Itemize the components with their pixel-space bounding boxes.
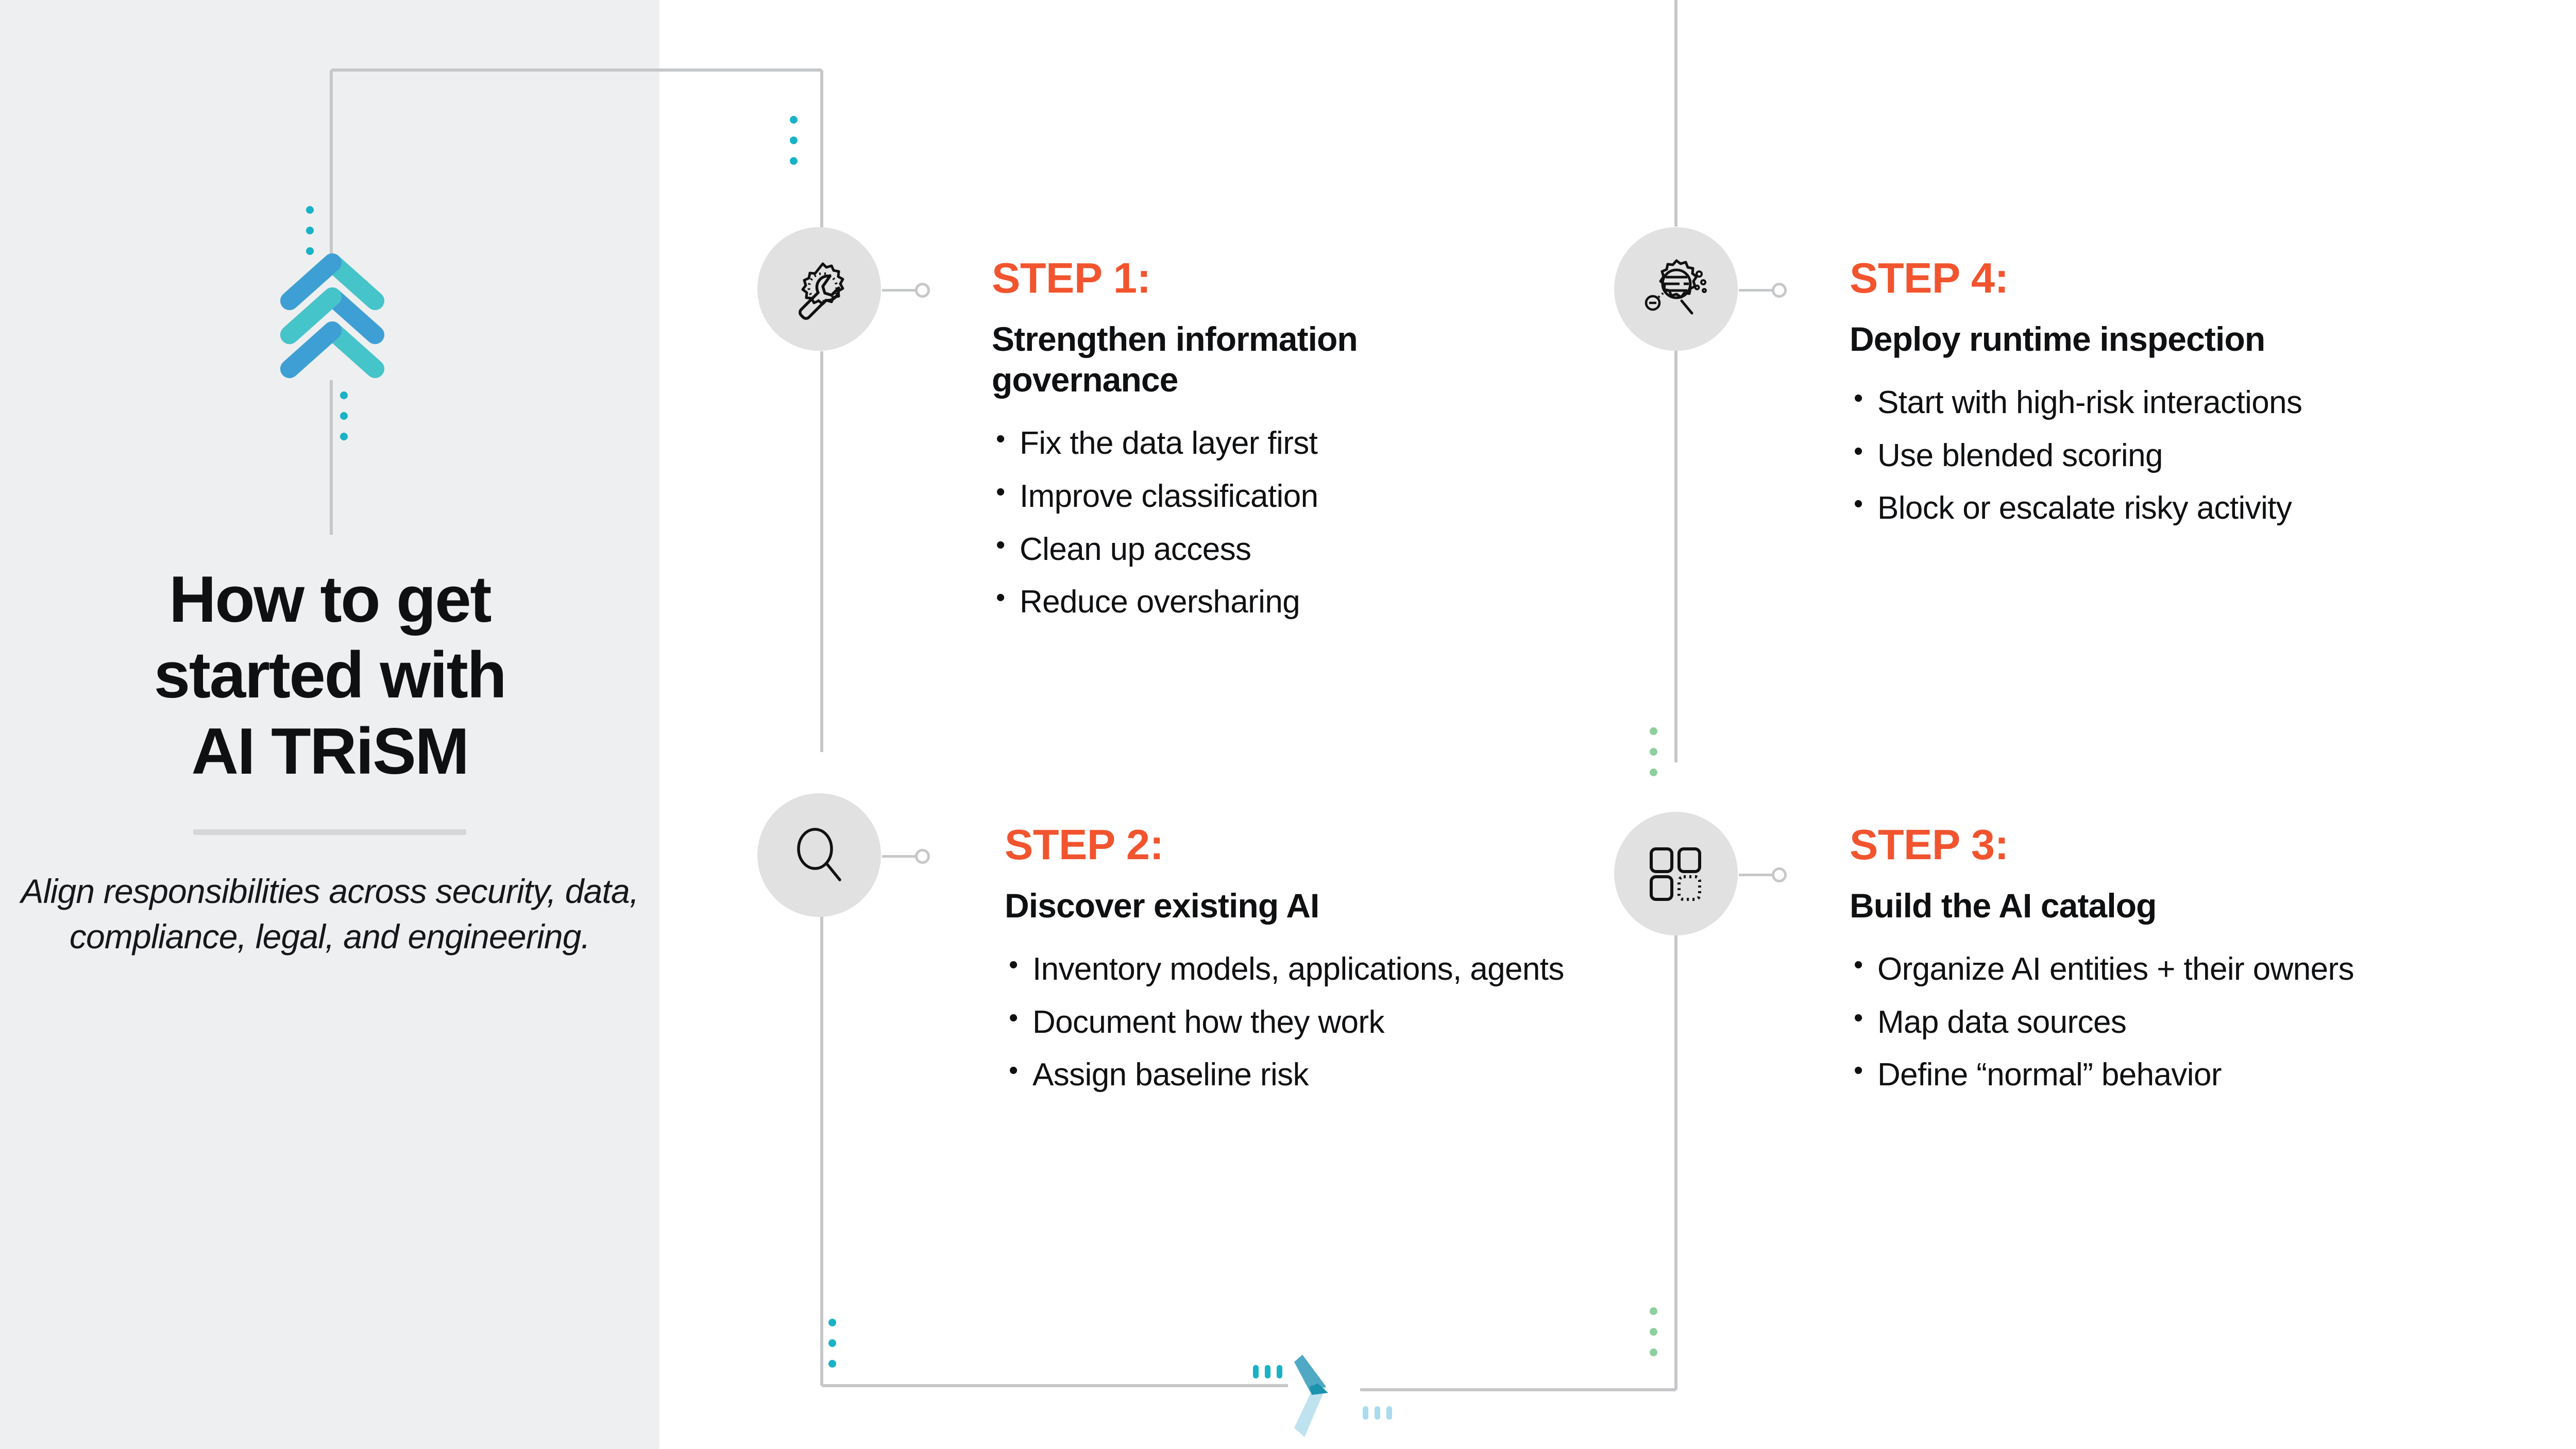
triple-chevron-logo — [278, 251, 386, 380]
step-1-heading: Strengthen information governance — [992, 319, 1600, 400]
step-2-connector-node — [915, 848, 930, 864]
grid-tiles-icon — [1650, 847, 1701, 901]
list-item: Fix the data layer first — [992, 422, 1600, 465]
list-item: Assign baseline risk — [1005, 1053, 1613, 1096]
list-item: Use blended scoring — [1850, 434, 2530, 477]
decor-dots-teal-upper — [306, 206, 314, 268]
step-3-bullets: Organize AI entities + their owners Map … — [1850, 948, 2458, 1096]
decor-dots-teal-path-bottom — [828, 1319, 836, 1380]
title-line-1: How to get — [168, 562, 492, 636]
step-3-label: STEP 3: — [1850, 821, 2009, 868]
wrench-gear-icon — [799, 262, 844, 320]
step-4-bullets: Start with high-risk interactions Use bl… — [1850, 381, 2530, 530]
step-3-connector-line — [1739, 873, 1773, 876]
bottom-chevron-arrow — [1294, 1355, 1356, 1437]
step-3-text: STEP 3: Build the AI catalog Organize AI… — [1850, 823, 2458, 1107]
list-item: Document how they work — [1005, 1001, 1613, 1044]
decor-dots-teal-lower — [340, 391, 348, 453]
step-2-text: STEP 2: Discover existing AI Inventory m… — [1005, 823, 1613, 1107]
step-4-connector-line — [1739, 288, 1773, 292]
title-line-2: started with — [154, 638, 507, 712]
step-4-connector-node — [1772, 282, 1787, 298]
step-4-label: STEP 4: — [1850, 254, 2009, 302]
step-3-connector — [1739, 865, 1787, 884]
hero-subtitle: Align responsibilities across security, … — [21, 872, 639, 956]
step-3-icon-circle — [1614, 812, 1738, 935]
step-3-heading: Build the AI catalog — [1850, 887, 2157, 925]
magnifying-glass-icon — [797, 828, 841, 881]
decor-dashes-lightblue — [1363, 1406, 1398, 1420]
list-item: Improve classification — [992, 475, 1600, 518]
step-2-label: STEP 2: — [1005, 821, 1164, 868]
step-3-connector-node — [1772, 867, 1787, 882]
title-line-3: AI TRiSM — [191, 714, 469, 788]
list-item: Inventory models, applications, agents — [1005, 948, 1613, 991]
gear-scan-icon — [1645, 259, 1707, 315]
step-1-connector-node — [915, 282, 930, 298]
step-2-connector — [882, 847, 930, 865]
page-title: How to get started with AI TRiSM — [0, 561, 659, 789]
step-1-heading-line-2: governance — [992, 361, 1178, 399]
list-item: Organize AI entities + their owners — [1850, 948, 2458, 991]
step-1-icon-circle — [757, 227, 881, 351]
list-item: Start with high-risk interactions — [1850, 381, 2530, 424]
step-2-heading: Discover existing AI — [1005, 887, 1319, 925]
list-item: Reduce oversharing — [992, 581, 1600, 623]
decor-dots-teal-path-top — [790, 116, 798, 178]
step-1-bullets: Fix the data layer first Improve classif… — [992, 422, 1600, 623]
list-item: Clean up access — [992, 528, 1600, 571]
step-4-icon-circle — [1614, 227, 1738, 351]
step-4-text: STEP 4: Deploy runtime inspection Start … — [1850, 257, 2530, 541]
step-4-connector — [1739, 281, 1787, 299]
list-item: Block or escalate risky activity — [1850, 487, 2530, 530]
step-1-connector-line — [882, 288, 916, 292]
step-1-label: STEP 1: — [992, 254, 1151, 302]
title-divider — [193, 829, 466, 835]
hero-title-block: How to get started with AI TRiSM Align r… — [0, 561, 659, 959]
decor-dots-green-right — [1650, 727, 1657, 789]
step-4-heading: Deploy runtime inspection — [1850, 320, 2265, 358]
step-2-icon-circle — [757, 793, 881, 917]
step-2-connector-line — [882, 855, 916, 858]
list-item: Define “normal” behavior — [1850, 1053, 2458, 1096]
step-1-text: STEP 1: Strengthen information governanc… — [992, 257, 1600, 635]
step-1-connector — [882, 281, 930, 299]
decor-dots-green-bottom — [1650, 1307, 1657, 1369]
decor-dashes-teal — [1253, 1365, 1289, 1378]
list-item: Map data sources — [1850, 1001, 2458, 1044]
step-2-bullets: Inventory models, applications, agents D… — [1005, 948, 1613, 1096]
step-1-heading-line-1: Strengthen information — [992, 320, 1358, 358]
